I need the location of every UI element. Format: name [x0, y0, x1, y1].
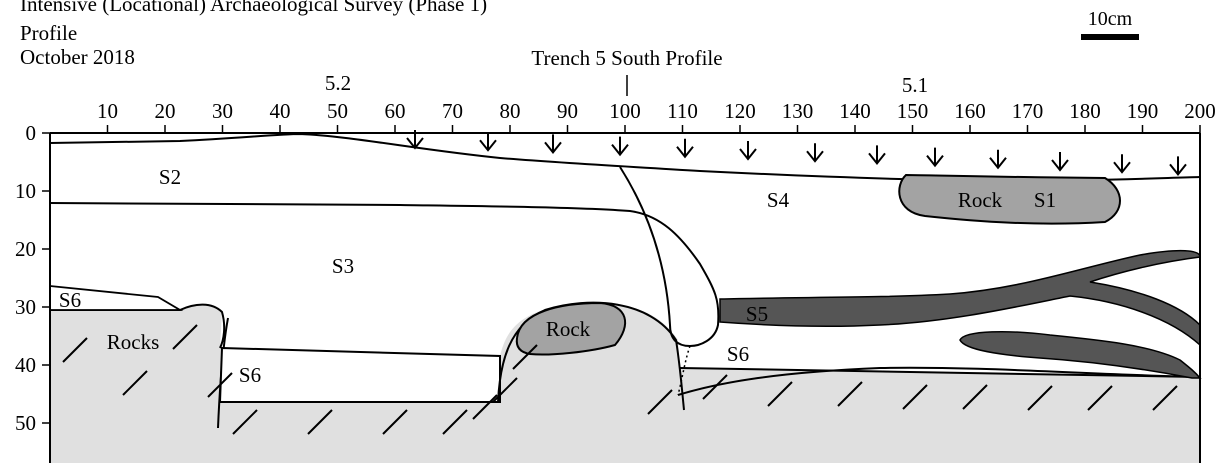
- x-tick-label: 30: [212, 99, 233, 123]
- x-tick-label: 60: [385, 99, 406, 123]
- hatch-mark: [647, 389, 673, 415]
- x-tick-label: 190: [1127, 99, 1159, 123]
- label-s5: S5: [746, 302, 768, 326]
- x-tick-label: 20: [155, 99, 176, 123]
- bedrock-area: [50, 303, 1200, 463]
- hatch-mark: [232, 409, 258, 435]
- y-tick-label: 0: [26, 121, 37, 145]
- ground-arrows: [406, 130, 1187, 177]
- x-tick-label: 90: [557, 99, 578, 123]
- profile-label: Profile: [20, 21, 78, 45]
- hatch-mark: [442, 409, 468, 435]
- hatch-mark: [62, 337, 88, 363]
- x-tick-label: 140: [839, 99, 871, 123]
- x-tick-label: 130: [782, 99, 814, 123]
- y-tick-label: 30: [15, 295, 36, 319]
- label-roots: Roots: [1018, 251, 1067, 275]
- down-arrow-icon: [1113, 154, 1131, 174]
- y-tick-label: 40: [15, 353, 36, 377]
- survey-title: Intensive (Locational) Archaeological Su…: [20, 0, 488, 16]
- station-left: 5.2: [325, 71, 351, 95]
- hatch-mark: [1027, 385, 1053, 411]
- label-rock-upper: Rock: [958, 188, 1003, 212]
- rock-lower: [515, 301, 626, 356]
- down-arrow-icon: [1051, 152, 1069, 172]
- down-arrow-icon: [926, 147, 944, 168]
- x-tick-label: 120: [724, 99, 756, 123]
- hatch-mark: [172, 324, 198, 350]
- x-axis-ticks: 10 20 30 40 50 60 70 80 90 100 110 120 130 140 150 160 1…: [97, 99, 1216, 133]
- hatch-mark: [472, 394, 498, 420]
- x-tick-label: 110: [667, 99, 698, 123]
- bedrock-hatching: [62, 324, 1178, 435]
- label-s6-left: S6: [59, 288, 81, 312]
- hatch-mark: [492, 377, 518, 403]
- s5-s6-boundary: [677, 366, 1201, 396]
- x-tick-label: 70: [442, 99, 463, 123]
- profile-title: Trench 5 South Profile: [531, 46, 722, 70]
- hatch-mark: [1087, 385, 1113, 411]
- hatch-mark: [207, 372, 233, 398]
- label-s6-right: S6: [727, 342, 749, 366]
- down-arrow-icon: [989, 149, 1007, 170]
- y-axis-ticks: 0 10 20 30 40 50: [15, 121, 50, 435]
- hatch-mark: [1152, 385, 1178, 411]
- s6-right-boundary: [679, 367, 1201, 378]
- hatch-mark: [962, 384, 988, 410]
- s4-s5-boundary: [677, 345, 691, 396]
- x-tick-label: 100: [609, 99, 641, 123]
- hatch-mark: [902, 384, 928, 410]
- roots-lower-band: [959, 330, 1202, 379]
- down-arrow-icon: [868, 145, 886, 166]
- label-s4: S4: [767, 188, 790, 212]
- hatch-mark: [382, 409, 408, 435]
- x-tick-label: 170: [1012, 99, 1044, 123]
- x-tick-label: 180: [1069, 99, 1101, 123]
- x-tick-label: 50: [327, 99, 348, 123]
- y-tick-label: 50: [15, 411, 36, 435]
- station-right: 5.1: [902, 73, 928, 97]
- down-arrow-icon: [611, 136, 629, 157]
- s6-middle-pocket: [218, 346, 501, 403]
- down-arrow-icon: [739, 141, 757, 161]
- y-tick-label: 20: [15, 237, 36, 261]
- down-arrow-icon: [1169, 156, 1187, 177]
- scale-bar: [1081, 34, 1139, 40]
- x-tick-label: 150: [897, 99, 929, 123]
- x-tick-label: 160: [954, 99, 986, 123]
- hatch-mark: [837, 381, 863, 407]
- bedrock-outline: [50, 303, 226, 349]
- down-arrow-icon: [806, 143, 824, 163]
- date-label: October 2018: [20, 45, 135, 69]
- x-tick-label: 80: [500, 99, 521, 123]
- hatch-mark: [702, 374, 728, 400]
- x-tick-label: 40: [270, 99, 291, 123]
- label-rock-lower: Rock: [546, 317, 591, 341]
- down-arrow-icon: [544, 134, 562, 155]
- label-s2: S2: [159, 165, 181, 189]
- label-s6-mid: S6: [239, 363, 261, 387]
- scale-bar-label: 10cm: [1088, 8, 1133, 30]
- hatch-mark: [512, 344, 538, 370]
- label-s3: S3: [332, 254, 354, 278]
- rock-s1: [898, 173, 1121, 225]
- label-rocks: Rocks: [107, 330, 160, 354]
- s2-s3-boundary: [49, 166, 720, 348]
- hatch-mark: [307, 409, 333, 435]
- roots-upper-band: [719, 249, 1201, 347]
- y-tick-label: 10: [15, 179, 36, 203]
- label-s1: S1: [1034, 188, 1056, 212]
- down-arrow-icon: [676, 138, 694, 159]
- hatch-mark: [767, 381, 793, 407]
- x-tick-label: 10: [97, 99, 118, 123]
- s6-left-wedge: [49, 285, 184, 311]
- x-tick-label: 200: [1184, 99, 1216, 123]
- hatch-mark: [122, 370, 148, 396]
- down-arrow-icon: [479, 132, 497, 152]
